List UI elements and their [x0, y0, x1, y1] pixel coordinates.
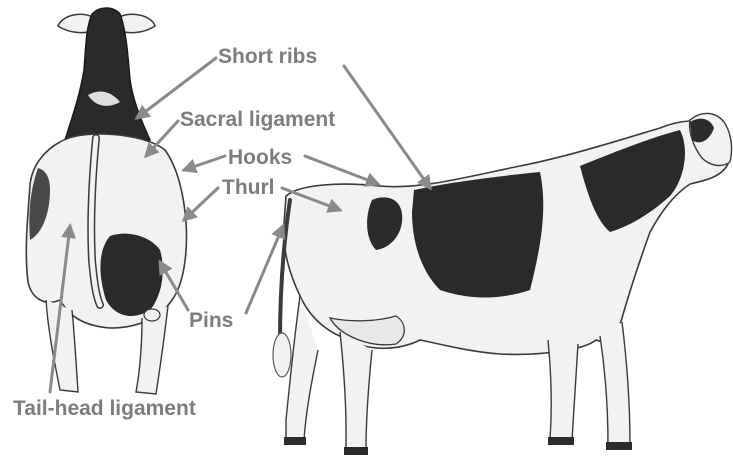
cow-side-view — [273, 113, 732, 455]
fore-leg-front — [600, 322, 630, 445]
label-hooks: Hooks — [228, 147, 292, 168]
label-short-ribs: Short ribs — [218, 46, 317, 67]
fore-leg-rear — [548, 340, 578, 440]
leader-thurl-rear — [184, 188, 218, 220]
hind-leg-front — [340, 332, 372, 450]
leader-hooks-rear — [184, 156, 225, 170]
label-pins: Pins — [189, 310, 233, 331]
label-tail-head-ligament: Tail-head ligament — [13, 398, 196, 419]
cow-rear-view — [26, 8, 186, 394]
label-thurl: Thurl — [222, 177, 275, 198]
label-sacral-ligament: Sacral ligament — [180, 109, 335, 130]
leader-short-ribs-side — [344, 66, 430, 188]
leader-pins-side — [246, 226, 283, 313]
leader-hooks-side — [305, 156, 378, 184]
